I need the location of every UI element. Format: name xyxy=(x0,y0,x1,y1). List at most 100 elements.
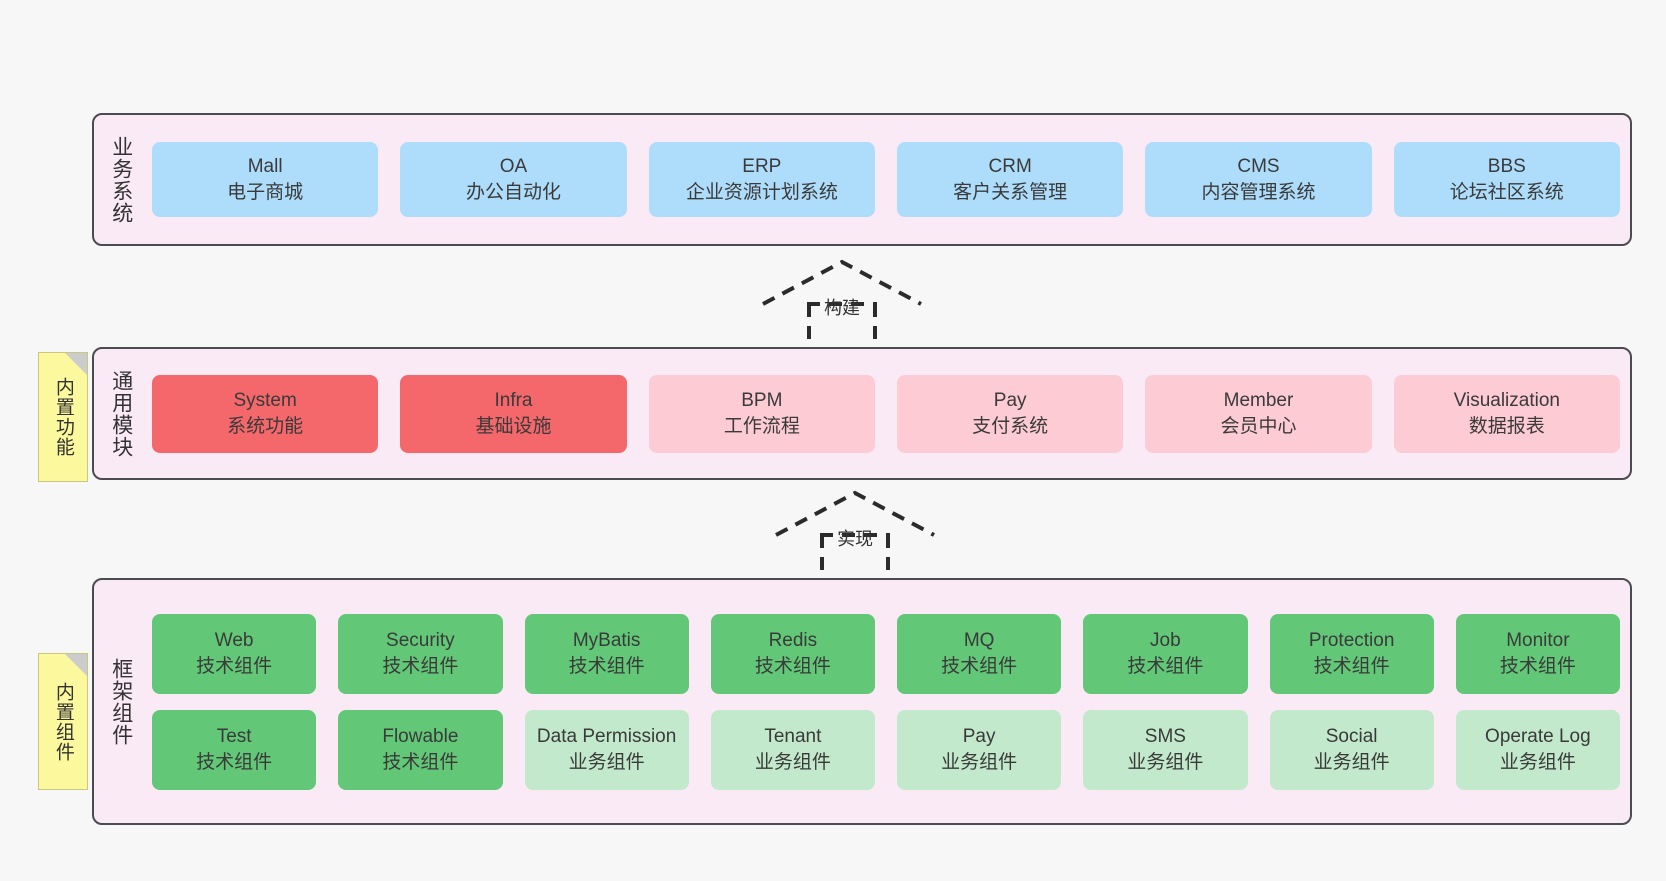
card-cms[interactable]: CMS 内容管理系统 xyxy=(1145,142,1372,217)
card-mybatis[interactable]: MyBatis 技术组件 xyxy=(524,613,689,694)
card-web[interactable]: Web 技术组件 xyxy=(152,613,317,694)
card-bpm[interactable]: BPM 工作流程 xyxy=(648,374,875,453)
card-mybatis-title: MyBatis xyxy=(572,630,641,652)
card-monitor[interactable]: Monitor 技术组件 xyxy=(1455,613,1620,694)
card-redis-subtitle: 技术组件 xyxy=(754,655,831,677)
card-protection[interactable]: Protection 技术组件 xyxy=(1269,613,1434,694)
card-pay-component-subtitle: 业务组件 xyxy=(941,751,1018,773)
card-tenant-title: Tenant xyxy=(764,726,822,748)
card-bbs-title: BBS xyxy=(1487,156,1526,178)
card-security-title: Security xyxy=(386,630,455,652)
card-flowable-subtitle: 技术组件 xyxy=(382,751,459,773)
card-job-title: Job xyxy=(1150,630,1181,652)
layer-title-business: 业务系统 xyxy=(109,135,133,224)
card-data-permission-title: Data Permission xyxy=(536,726,677,748)
card-mall-subtitle: 电子商城 xyxy=(227,181,304,203)
arrow-implement-label: 实现 xyxy=(837,529,873,549)
layer-title-common: 通用模块 xyxy=(109,369,133,458)
note-builtin-features-text: 内置功能 xyxy=(52,377,74,457)
card-mall[interactable]: Mall 电子商城 xyxy=(152,142,379,217)
card-mall-title: Mall xyxy=(247,156,283,178)
card-pay-subtitle: 支付系统 xyxy=(972,415,1049,437)
card-cms-title: CMS xyxy=(1237,156,1280,178)
layer-body-business: Mall 电子商城 OA 办公自动化 ERP 企业资源计划系统 CRM 客户关系… xyxy=(142,123,1620,236)
card-erp-subtitle: 企业资源计划系统 xyxy=(685,181,838,203)
card-erp[interactable]: ERP 企业资源计划系统 xyxy=(648,142,875,217)
card-security-subtitle: 技术组件 xyxy=(382,655,459,677)
card-infra-subtitle: 基础设施 xyxy=(475,415,552,437)
framework-card-row-2: Test 技术组件 Flowable 技术组件 Data Permission … xyxy=(152,709,1620,790)
arrow-build-label: 构建 xyxy=(824,298,860,318)
arrow-head-implement xyxy=(775,490,935,537)
card-tenant-subtitle: 业务组件 xyxy=(754,751,831,773)
note-builtin-features: 内置功能 xyxy=(38,352,88,482)
card-pay[interactable]: Pay 支付系统 xyxy=(896,374,1124,453)
card-sms[interactable]: SMS 业务组件 xyxy=(1083,709,1248,790)
business-card-row: Mall 电子商城 OA 办公自动化 ERP 企业资源计划系统 CRM 客户关系… xyxy=(152,142,1620,217)
card-mq[interactable]: MQ 技术组件 xyxy=(897,613,1062,694)
card-sms-subtitle: 业务组件 xyxy=(1127,751,1204,773)
card-operate-log-subtitle: 业务组件 xyxy=(1499,751,1576,773)
card-monitor-subtitle: 技术组件 xyxy=(1499,655,1576,677)
card-social-title: Social xyxy=(1325,726,1378,748)
layer-title-framework: 框架组件 xyxy=(109,657,133,746)
card-web-subtitle: 技术组件 xyxy=(196,655,273,677)
layer-body-framework: Web 技术组件 Security 技术组件 MyBatis 技术组件 Redi… xyxy=(142,588,1620,815)
card-test-subtitle: 技术组件 xyxy=(196,751,273,773)
card-mybatis-subtitle: 技术组件 xyxy=(568,655,645,677)
card-system-title: System xyxy=(233,390,297,412)
layer-framework-component: 框架组件 Web 技术组件 Security 技术组件 MyBatis 技术组件… xyxy=(92,578,1632,825)
card-crm-title: CRM xyxy=(988,156,1032,178)
card-tenant[interactable]: Tenant 业务组件 xyxy=(710,709,875,790)
card-sms-title: SMS xyxy=(1144,726,1186,748)
card-member-title: Member xyxy=(1223,390,1294,412)
card-test[interactable]: Test 技术组件 xyxy=(152,709,317,790)
card-redis-title: Redis xyxy=(768,630,818,652)
arrow-build: 构建 xyxy=(757,258,927,344)
card-social-subtitle: 业务组件 xyxy=(1313,751,1390,773)
note-builtin-components: 内置组件 xyxy=(38,653,88,790)
card-protection-title: Protection xyxy=(1308,630,1395,652)
card-mq-subtitle: 技术组件 xyxy=(941,655,1018,677)
card-job[interactable]: Job 技术组件 xyxy=(1083,613,1248,694)
card-bbs[interactable]: BBS 论坛社区系统 xyxy=(1393,142,1620,217)
arrow-implement: 实现 xyxy=(770,489,940,575)
card-bpm-title: BPM xyxy=(741,390,783,412)
card-member-subtitle: 会员中心 xyxy=(1220,415,1297,437)
layer-body-common: System 系统功能 Infra 基础设施 BPM 工作流程 Pay 支付系统… xyxy=(142,357,1620,470)
card-job-subtitle: 技术组件 xyxy=(1127,655,1204,677)
card-data-permission-subtitle: 业务组件 xyxy=(568,751,645,773)
card-crm[interactable]: CRM 客户关系管理 xyxy=(896,142,1124,217)
card-web-title: Web xyxy=(214,630,254,652)
card-visualization[interactable]: Visualization 数据报表 xyxy=(1393,374,1620,453)
card-protection-subtitle: 技术组件 xyxy=(1313,655,1390,677)
card-visualization-subtitle: 数据报表 xyxy=(1468,415,1545,437)
card-pay-component-title: Pay xyxy=(962,726,996,748)
common-card-row: System 系统功能 Infra 基础设施 BPM 工作流程 Pay 支付系统… xyxy=(152,374,1620,453)
layer-business-system: 业务系统 Mall 电子商城 OA 办公自动化 ERP 企业资源计划系统 CRM… xyxy=(92,113,1632,246)
card-operate-log-title: Operate Log xyxy=(1485,726,1591,748)
note-builtin-components-text: 内置组件 xyxy=(52,681,74,762)
card-system[interactable]: System 系统功能 xyxy=(152,374,379,453)
card-infra[interactable]: Infra 基础设施 xyxy=(400,374,627,453)
card-flowable-title: Flowable xyxy=(382,726,459,748)
card-social[interactable]: Social 业务组件 xyxy=(1269,709,1434,790)
card-infra-title: Infra xyxy=(494,390,533,412)
card-test-title: Test xyxy=(216,726,252,748)
card-operate-log[interactable]: Operate Log 业务组件 xyxy=(1455,709,1620,790)
card-pay-component[interactable]: Pay 业务组件 xyxy=(897,709,1062,790)
card-security[interactable]: Security 技术组件 xyxy=(338,613,503,694)
note-fold-icon xyxy=(65,654,87,676)
card-pay-title: Pay xyxy=(993,390,1027,412)
card-redis[interactable]: Redis 技术组件 xyxy=(710,613,875,694)
card-system-subtitle: 系统功能 xyxy=(227,415,304,437)
card-data-permission[interactable]: Data Permission 业务组件 xyxy=(524,709,689,790)
card-crm-subtitle: 客户关系管理 xyxy=(953,181,1068,203)
card-oa[interactable]: OA 办公自动化 xyxy=(400,142,627,217)
card-member[interactable]: Member 会员中心 xyxy=(1145,374,1372,453)
card-visualization-title: Visualization xyxy=(1453,390,1560,412)
note-fold-icon xyxy=(65,353,87,375)
card-flowable[interactable]: Flowable 技术组件 xyxy=(338,709,503,790)
card-bbs-subtitle: 论坛社区系统 xyxy=(1449,181,1564,203)
